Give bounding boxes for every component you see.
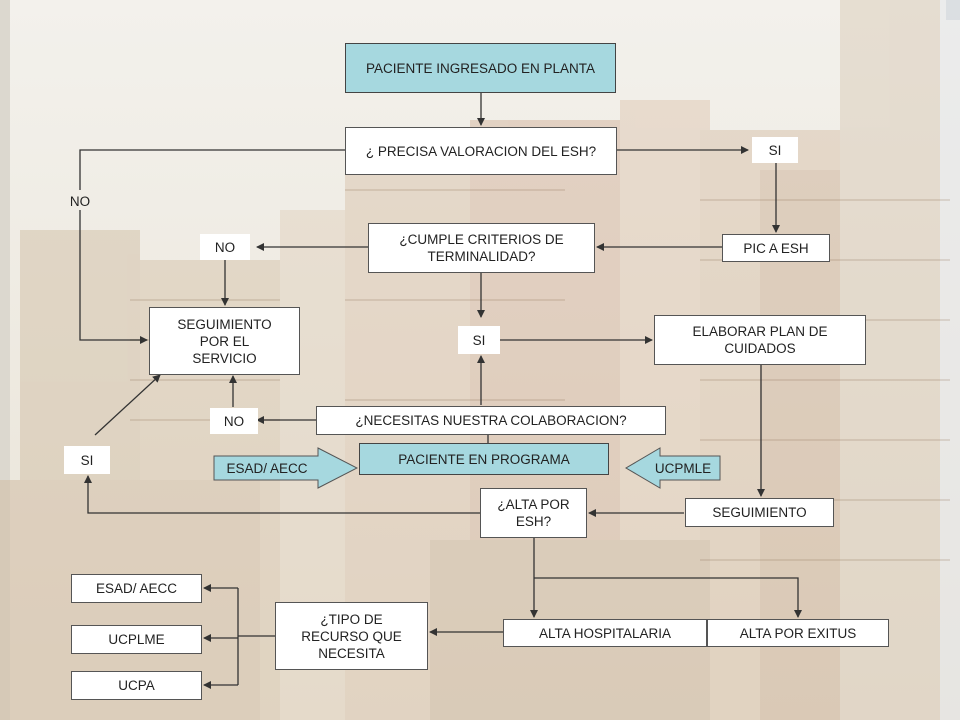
node-alta-por-esh: ¿ALTA POR ESH? [480, 488, 587, 538]
node-ucpa: UCPA [71, 671, 202, 700]
node-ucplme: UCPLME [71, 625, 202, 654]
node-seguimiento-servicio: SEGUIMIENTO POR EL SERVICIO [149, 307, 300, 375]
arrow-esad-aecc-shape [213, 447, 359, 489]
label-no-colab-text: NO [223, 413, 245, 429]
arrow-esad-aecc: ESAD/ AECC [213, 447, 359, 489]
arrow-ucpmle: UCPMLE [625, 447, 721, 489]
node-paciente-programa-text: PACIENTE EN PROGRAMA [398, 451, 570, 467]
label-no-left-text: NO [69, 193, 91, 209]
node-paciente-programa: PACIENTE EN PROGRAMA [359, 443, 609, 475]
label-si-top-text: SI [768, 142, 782, 158]
node-elaborar-plan: ELABORAR PLAN DE CUIDADOS [654, 315, 866, 365]
node-alta-hospitalaria-text: ALTA HOSPITALARIA [538, 625, 672, 641]
node-cumple-criterios-text: ¿CUMPLE CRITERIOS DE TERMINALIDAD? [399, 232, 564, 264]
node-seguimiento: SEGUIMIENTO [685, 498, 834, 527]
label-si-cumple: SI [458, 326, 500, 354]
label-no-cumple-text: NO [214, 239, 236, 255]
label-si-top: SI [752, 137, 798, 163]
connector-alta-esh-to-exitus [534, 577, 802, 618]
node-elaborar-plan-text: ELABORAR PLAN DE CUIDADOS [692, 324, 828, 356]
node-tipo-recurso-text: ¿TIPO DE RECURSO QUE NECESITA [301, 611, 402, 661]
node-necesitas-colaboracion-text: ¿NECESITAS NUESTRA COLABORACION? [355, 413, 627, 428]
connector-si-to-seguimiento-servicio [94, 374, 161, 436]
label-si-alta: SI [64, 446, 110, 474]
connector-alta-esh-to-si [84, 475, 480, 514]
arrow-ucpmle-text: UCPMLE [654, 460, 712, 476]
node-pic-esh-text: PIC A ESH [743, 240, 809, 256]
node-precisa-valoracion: ¿ PRECISA VALORACION DEL ESH? [345, 127, 617, 175]
node-ucpa-text: UCPA [118, 678, 155, 693]
node-tipo-recurso: ¿TIPO DE RECURSO QUE NECESITA [275, 602, 428, 670]
node-alta-exitus: ALTA POR EXITUS [707, 619, 889, 647]
label-si-alta-text: SI [80, 452, 94, 468]
node-necesitas-colaboracion: ¿NECESITAS NUESTRA COLABORACION? [316, 406, 666, 435]
node-esad-aecc: ESAD/ AECC [71, 574, 202, 603]
node-paciente-ingresado: PACIENTE INGRESADO EN PLANTA [345, 43, 616, 93]
node-ucplme-text: UCPLME [108, 632, 165, 647]
node-cumple-criterios: ¿CUMPLE CRITERIOS DE TERMINALIDAD? [368, 223, 595, 273]
node-alta-hospitalaria: ALTA HOSPITALARIA [503, 619, 707, 647]
node-pic-esh: PIC A ESH [722, 234, 830, 262]
node-precisa-valoracion-text: ¿ PRECISA VALORACION DEL ESH? [365, 143, 597, 159]
label-si-cumple-text: SI [472, 332, 486, 348]
connector-no-left-to-seguimiento [79, 210, 148, 344]
node-alta-por-esh-text: ¿ALTA POR ESH? [497, 497, 570, 529]
node-seguimiento-text: SEGUIMIENTO [712, 505, 807, 520]
connector-precisa-to-no-left [79, 149, 345, 190]
node-paciente-ingresado-text: PACIENTE INGRESADO EN PLANTA [365, 60, 596, 76]
node-esad-aecc-text: ESAD/ AECC [95, 581, 178, 596]
arrow-esad-aecc-text: ESAD/ AECC [226, 460, 308, 476]
node-seguimiento-servicio-text: SEGUIMIENTO POR EL SERVICIO [177, 316, 272, 366]
label-no-left: NO [60, 190, 100, 212]
node-alta-exitus-text: ALTA POR EXITUS [739, 625, 857, 641]
arrow-ucpmle-shape [625, 447, 721, 489]
label-no-colab: NO [210, 408, 258, 434]
label-no-cumple: NO [200, 234, 250, 260]
